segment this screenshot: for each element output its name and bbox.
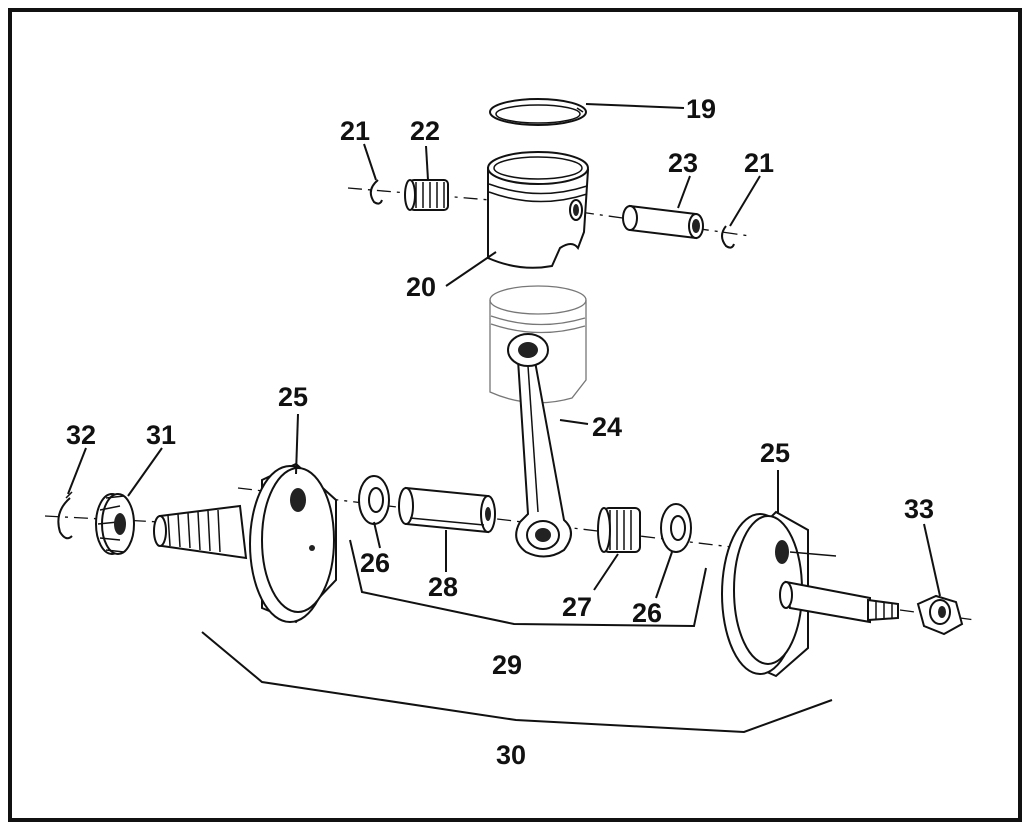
crank-flywheel-left — [153, 462, 337, 624]
label-20: 20 — [406, 272, 436, 302]
label-25-left: 25 — [278, 382, 308, 412]
crank-pin — [398, 486, 496, 534]
connecting-rod — [507, 333, 572, 558]
label-24: 24 — [592, 412, 622, 442]
label-19: 19 — [686, 94, 716, 124]
gear-circlip — [57, 491, 73, 540]
part-labels: 19 20 21 22 23 21 24 25 25 26 28 27 26 2… — [66, 94, 934, 770]
label-28: 28 — [428, 572, 458, 602]
big-end-needle-bearing — [597, 507, 641, 553]
label-25-right: 25 — [760, 438, 790, 468]
piston-ring — [489, 98, 587, 126]
bracket-29 — [349, 539, 707, 628]
label-21-right: 21 — [744, 148, 774, 178]
label-32: 32 — [66, 420, 96, 450]
crankshaft-nut — [916, 594, 964, 636]
circlip-left — [369, 179, 383, 205]
thrust-washer-left — [358, 475, 390, 525]
label-22: 22 — [410, 116, 440, 146]
label-27: 27 — [562, 592, 592, 622]
crank-flywheel-right — [721, 510, 899, 678]
crankshaft-gear — [95, 493, 135, 555]
label-33: 33 — [904, 494, 934, 524]
circlip-right — [721, 225, 735, 249]
bracket-30 — [201, 631, 833, 734]
label-29: 29 — [492, 650, 522, 680]
label-23: 23 — [668, 148, 698, 178]
thrust-washer-right — [660, 503, 692, 553]
piston-pin — [622, 204, 704, 240]
leader-lines — [67, 103, 941, 599]
small-end-needle-bearing — [404, 179, 449, 211]
piston — [487, 151, 590, 269]
label-30: 30 — [496, 740, 526, 770]
label-21-left: 21 — [340, 116, 370, 146]
diagram-frame — [8, 8, 1022, 822]
label-31: 31 — [146, 420, 176, 450]
label-26-left: 26 — [360, 548, 390, 578]
label-26-right: 26 — [632, 598, 662, 628]
